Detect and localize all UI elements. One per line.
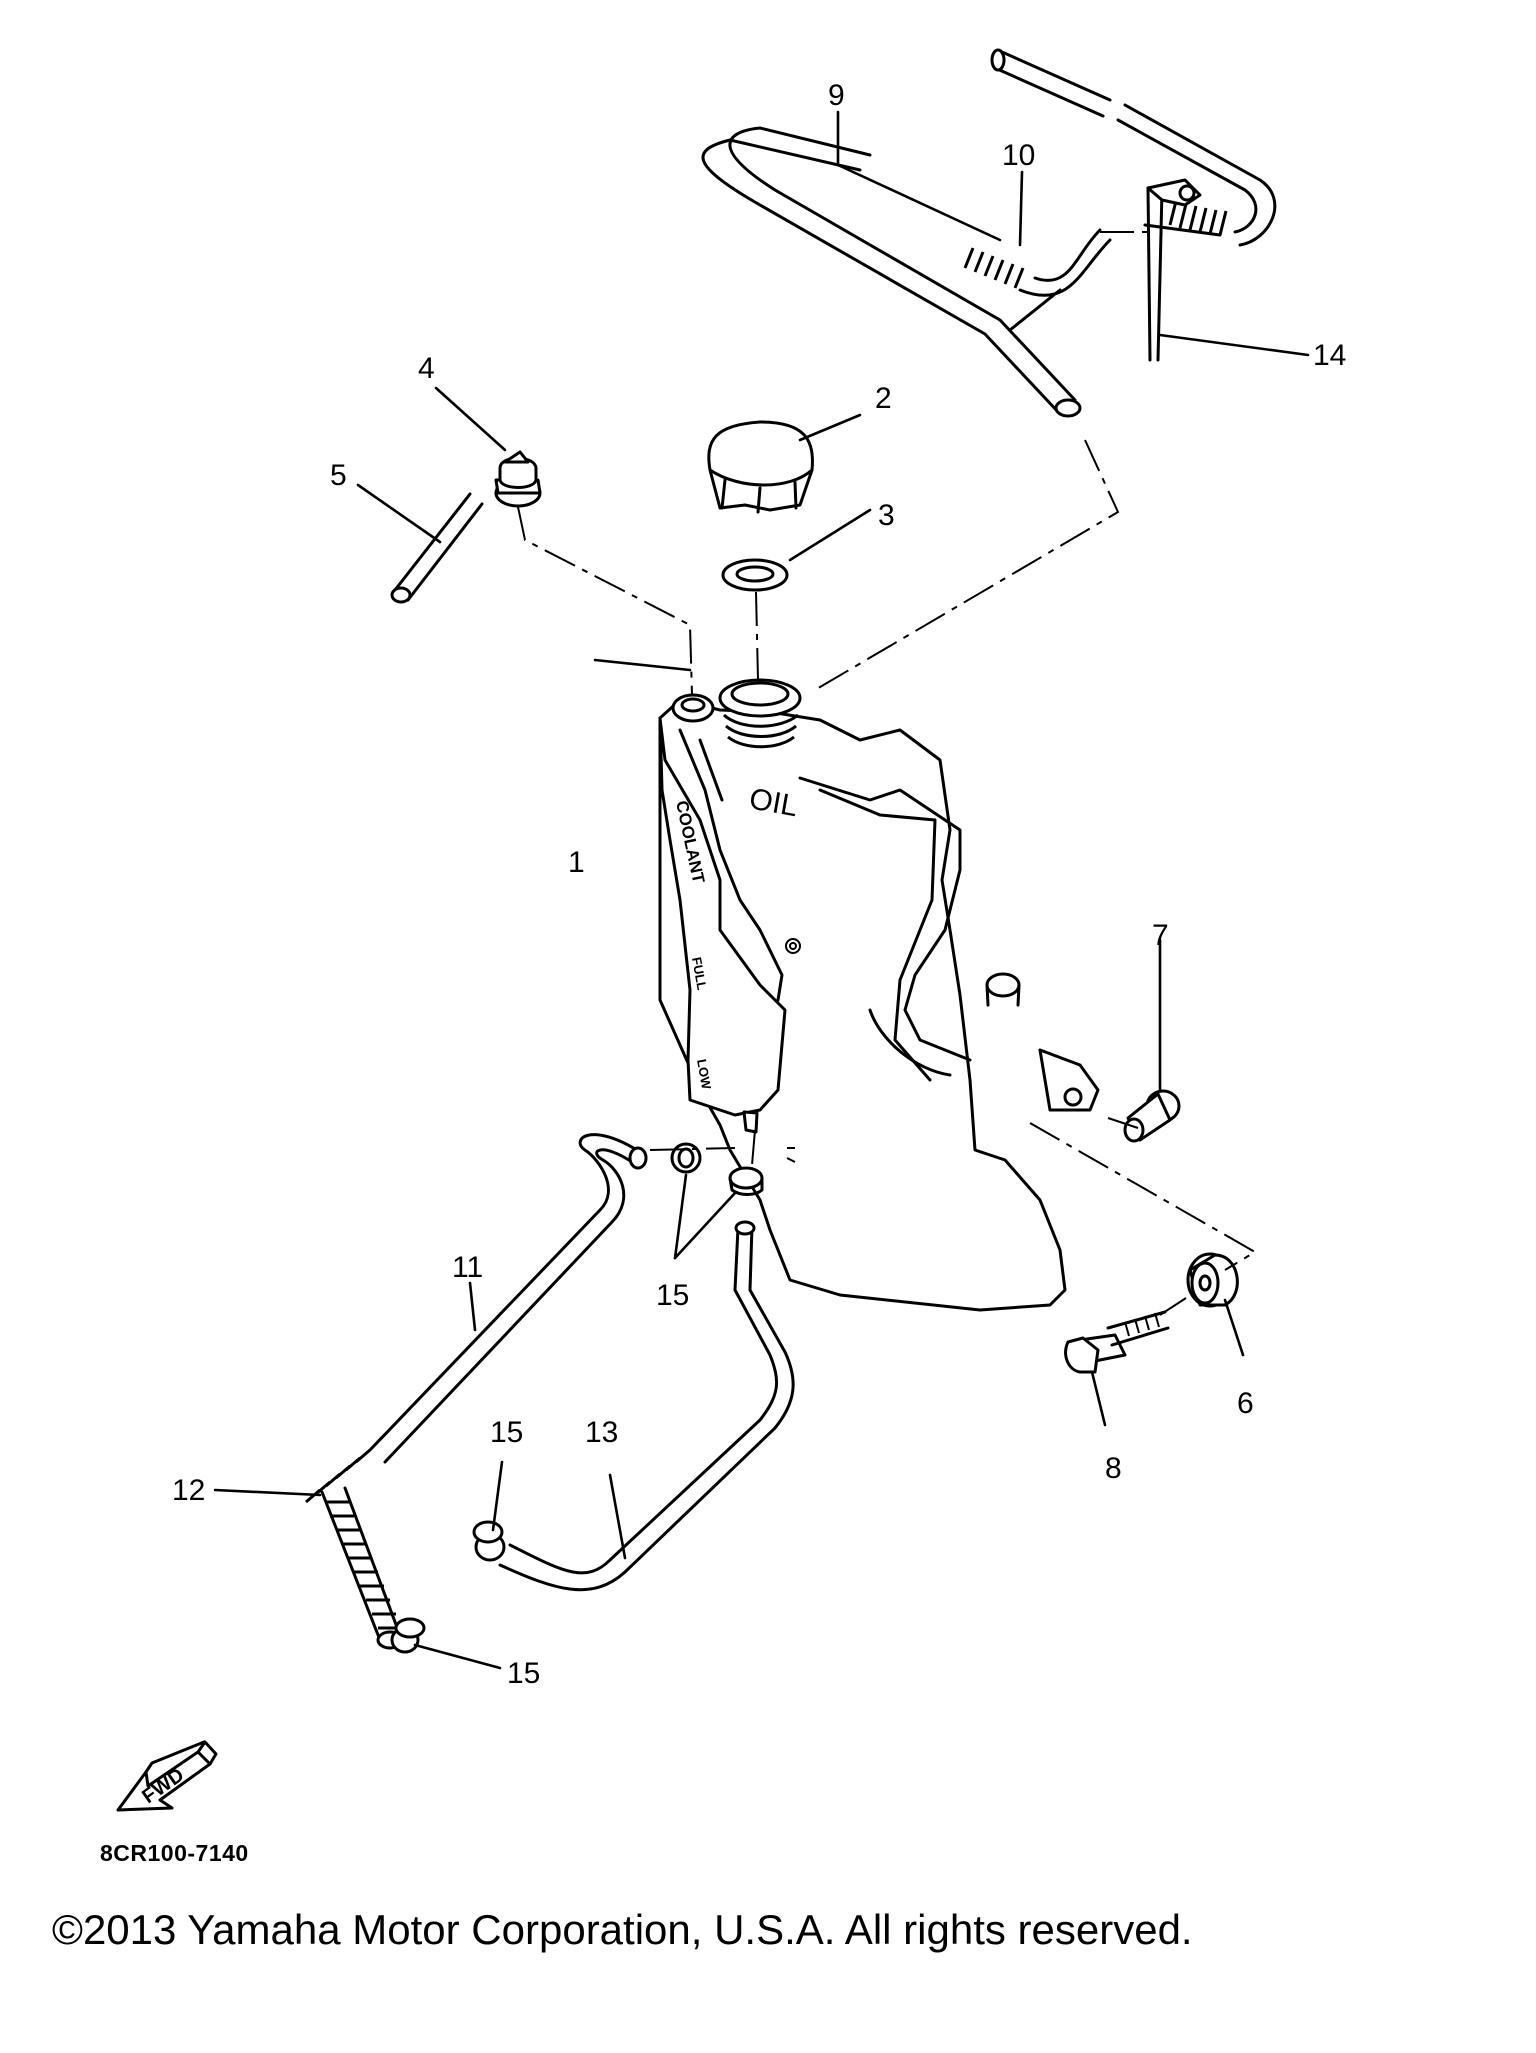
- callout-8: 8: [1105, 1452, 1122, 1485]
- part-12-spring: [305, 1448, 404, 1650]
- part-2-cap: [707, 420, 814, 514]
- part-4-small-cap: [494, 450, 542, 508]
- callout-10: 10: [1002, 139, 1035, 172]
- callouts: 1 2 3 4 5 6 7 8 9 10 11 12 13 14 15 15 1…: [172, 79, 1346, 1690]
- part-8-bolt: [1064, 1310, 1170, 1374]
- callout-14: 14: [1313, 339, 1346, 372]
- part-11-hose: [368, 1133, 648, 1464]
- callout-13: 13: [585, 1416, 618, 1449]
- part-10-spring: [963, 228, 1150, 297]
- leader-lines: [213, 110, 1310, 1670]
- callout-6: 6: [1237, 1387, 1254, 1420]
- part-14-bracket-hose: [990, 48, 1277, 362]
- callout-3: 3: [878, 499, 895, 532]
- diagram-code: 8CR100-7140: [100, 1840, 249, 1866]
- tank-label-full: FULL: [689, 956, 710, 991]
- part-7-plug: [1123, 1089, 1181, 1143]
- copyright-notice: ©2013 Yamaha Motor Corporation, U.S.A. A…: [52, 1906, 1193, 1953]
- part-13-hose: [498, 1220, 795, 1592]
- part-15-clips: [390, 1142, 764, 1654]
- callout-5: 5: [330, 459, 347, 492]
- callout-9: 9: [828, 79, 845, 112]
- callout-15-mid: 15: [490, 1416, 523, 1449]
- part-6-grommet: [1186, 1252, 1239, 1308]
- callout-11: 11: [452, 1251, 483, 1284]
- part-5-short-hose: [390, 492, 484, 604]
- callout-1: 1: [568, 846, 585, 879]
- callout-4: 4: [418, 352, 435, 385]
- part-3-gasket: [721, 558, 789, 592]
- callout-2: 2: [875, 382, 892, 415]
- callout-15-bottom: 15: [507, 1657, 540, 1690]
- connection-lines: [517, 439, 1257, 1316]
- fwd-arrow: FWD: [116, 1740, 218, 1812]
- callout-12: 12: [172, 1474, 205, 1507]
- part-1-tank: [658, 678, 1100, 1312]
- callout-15-top: 15: [656, 1279, 689, 1312]
- part-9-hose: [701, 126, 1082, 418]
- callout-7: 7: [1152, 919, 1169, 952]
- tank-label-low: LOW: [694, 1058, 714, 1091]
